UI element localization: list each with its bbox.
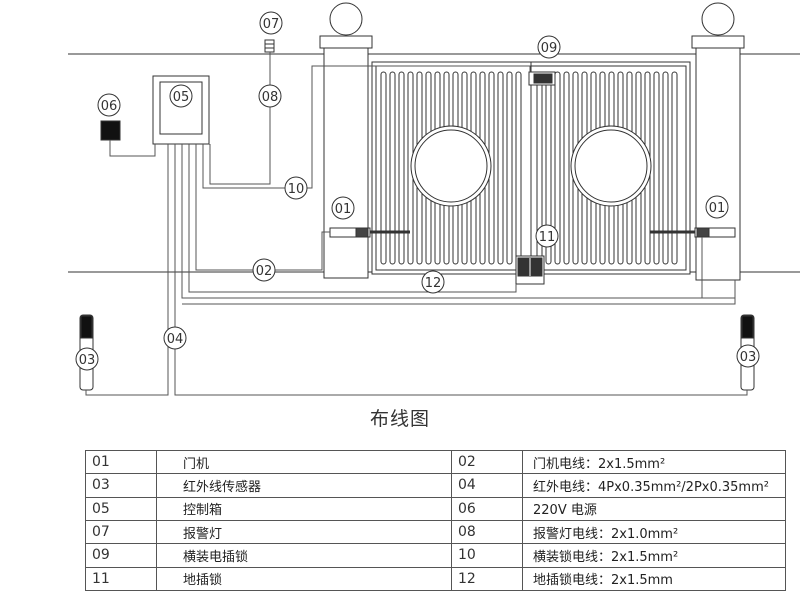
label-02: 02 [252,258,276,282]
label-04: 04 [163,326,187,350]
legend-table: 01 门机 02 门机电线：2x1.5mm² 03 红外线传感器 04 红外电线… [85,449,786,592]
label-09: 09 [537,35,561,59]
label-08: 08 [258,84,282,108]
label-10: 10 [284,176,308,200]
gate-bar [653,71,660,265]
legend-description: 门机 [156,449,452,475]
svg-text:03: 03 [79,353,96,368]
svg-text:12: 12 [425,276,442,291]
label-07: 07 [259,11,283,35]
gate-bar [563,71,570,265]
wiring [85,52,748,396]
svg-text:03: 03 [740,350,757,365]
table-row: 07 报警灯 08 报警灯电线：2x1.0mm² [85,519,786,545]
wiring-diagram: 01 01 02 03 03 04 05 06 07 08 09 10 11 1… [68,2,800,396]
svg-text:06: 06 [101,99,118,114]
diagram-caption: 布线图 [369,408,430,430]
label-03-left: 03 [75,347,99,371]
label-03-right: 03 [736,344,760,368]
legend-description: 报警灯 [156,519,452,545]
right-pillar [691,2,745,281]
svg-text:04: 04 [167,332,184,347]
legend-description: 红外线传感器 [156,473,452,498]
legend-number: 05 [85,496,157,521]
svg-text:11: 11 [539,230,556,245]
legend-description: 横装锁电线：2x1.5mm² [522,543,786,568]
legend-number: 01 [85,449,157,475]
legend-number: 10 [451,543,523,568]
gate-bar [671,71,678,265]
legend-number: 07 [85,519,157,545]
gate-bar [554,71,561,265]
legend-description: 报警灯电线：2x1.0mm² [522,519,786,545]
svg-text:05: 05 [173,90,190,105]
label-05: 05 [169,84,193,108]
table-row: 05 控制箱 06 220V 电源 [85,496,786,521]
table-row: 03 红外线传感器 04 红外电线：4Px0.35mm²/2Px0.35mm² [85,473,786,498]
svg-text:09: 09 [541,41,558,56]
legend-number: 12 [451,566,523,592]
gate-bar [515,71,522,265]
gate-bar [389,71,396,265]
gate-bar [380,71,387,265]
gate-bar [398,71,405,265]
table-row: 11 地插锁 12 地插锁电线：2x1.5mm [85,566,786,592]
legend-number: 06 [451,496,523,521]
label-12: 12 [421,270,445,294]
legend-description: 控制箱 [156,496,452,521]
ground-lock [515,255,545,285]
alarm-lamp-icon [264,39,275,53]
label-01-left: 01 [331,196,355,220]
left-pillar [319,2,373,279]
svg-text:01: 01 [709,201,726,216]
control-box [152,75,210,145]
power-source-icon [100,120,121,141]
gate-motor-right [650,227,736,238]
legend-number: 04 [451,473,523,498]
table-row: 01 门机 02 门机电线：2x1.5mm² [85,449,786,475]
gate-ring-right [570,125,652,207]
horizontal-lock [528,71,556,86]
label-01-right: 01 [705,195,729,219]
svg-text:08: 08 [262,90,279,105]
legend-number: 09 [85,543,157,568]
legend-description: 220V 电源 [522,496,786,521]
legend-number: 02 [451,449,523,475]
label-06: 06 [97,93,121,117]
gate-ring-left [410,125,492,207]
legend-number: 03 [85,473,157,498]
gate-bar [497,71,504,265]
svg-text:07: 07 [263,17,280,32]
legend-number: 11 [85,566,157,592]
legend-description: 门机电线：2x1.5mm² [522,449,786,475]
svg-text:02: 02 [256,264,273,279]
legend-description: 地插锁 [156,566,452,592]
label-11: 11 [535,224,559,248]
table-row: 09 横装电插锁 10 横装锁电线：2x1.5mm² [85,543,786,568]
svg-text:10: 10 [288,182,305,197]
legend-number: 08 [451,519,523,545]
legend-description: 地插锁电线：2x1.5mm [522,566,786,592]
legend-description: 横装电插锁 [156,543,452,568]
gate-bar [662,71,669,265]
legend-description: 红外电线：4Px0.35mm²/2Px0.35mm² [522,473,786,498]
gate-bar [506,71,513,265]
svg-text:01: 01 [335,202,352,217]
